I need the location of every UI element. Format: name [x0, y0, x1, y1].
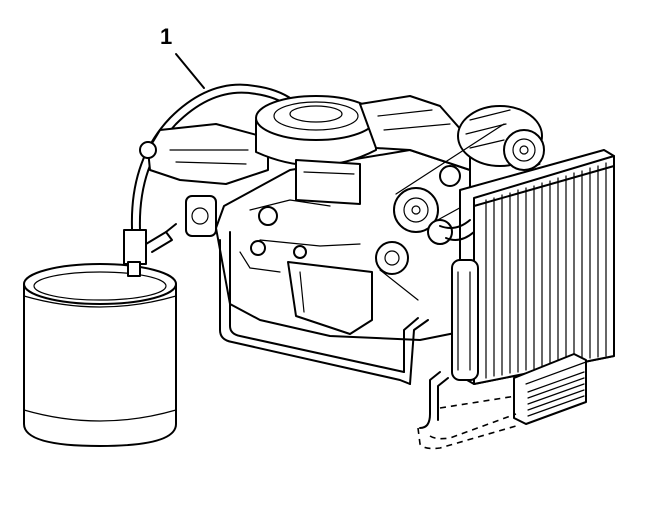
cooler-lines	[219, 231, 449, 429]
alternator	[457, 105, 545, 171]
callout-leader-line	[175, 53, 205, 89]
radiator	[439, 149, 615, 385]
drain-container	[23, 263, 177, 447]
callout-number: 1	[160, 24, 172, 49]
air-cleaner	[255, 95, 377, 205]
hidden-cooler-lines	[417, 395, 517, 450]
oil-cooler	[513, 353, 587, 425]
callout-1: 1	[160, 24, 205, 89]
